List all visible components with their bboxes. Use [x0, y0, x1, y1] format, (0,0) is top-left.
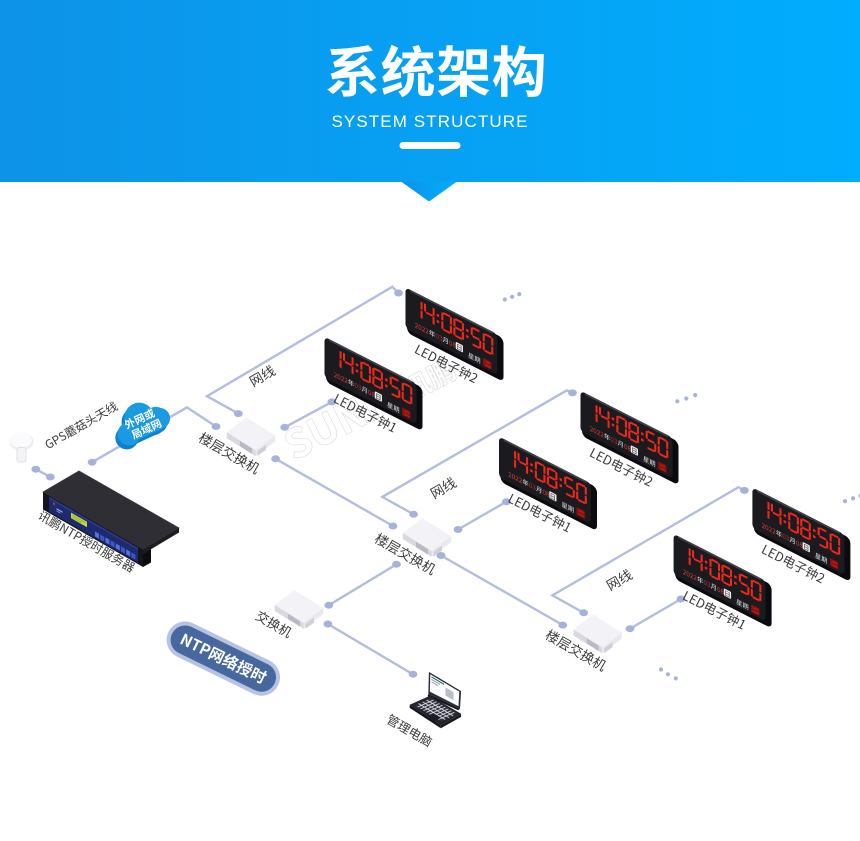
svg-text:SYSTEM STRUCTURE: SYSTEM STRUCTURE — [331, 112, 528, 131]
